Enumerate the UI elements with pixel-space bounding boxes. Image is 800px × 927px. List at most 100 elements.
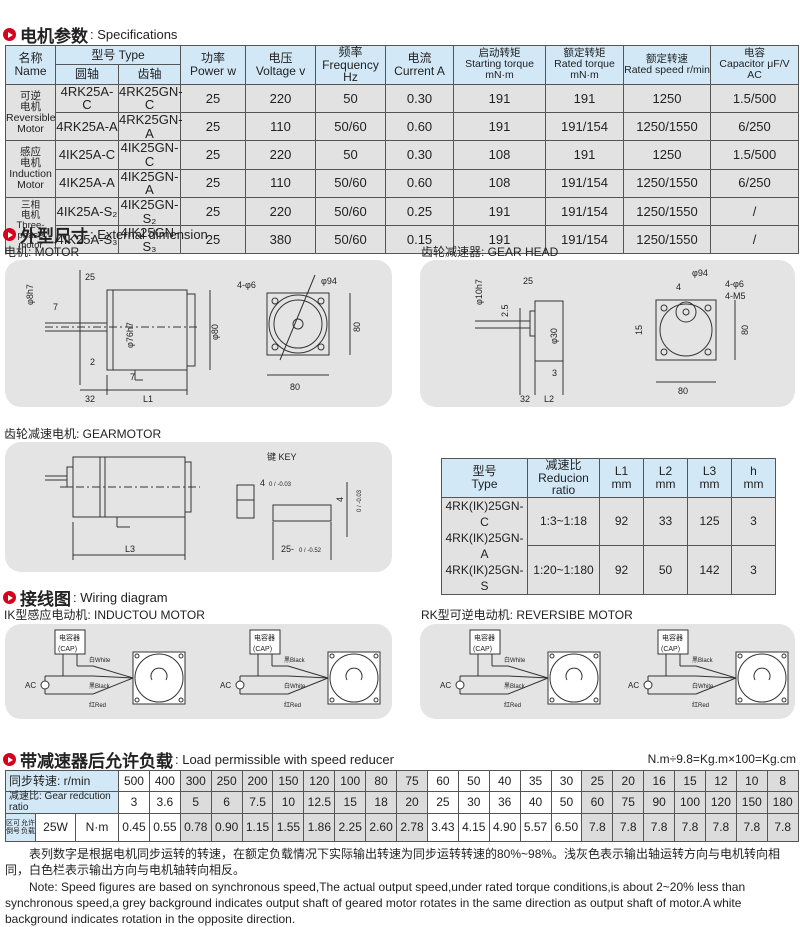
spec-cell: 50/60 [315, 168, 387, 198]
play-bullet-icon [3, 28, 16, 41]
spec-cell: 191/154 [545, 196, 625, 227]
spec-cell: 4IK25GN-A [117, 168, 182, 198]
motor-group-label: 感应 电机 Induction Motor [5, 140, 56, 198]
wire-label-1: 黑Black [692, 657, 714, 664]
dim-pcd: φ94 [321, 276, 337, 286]
rk-wiring-diagram: 电容器(CAP)AC白White黑Black红Red电容器(CAP)AC黑Bla… [440, 629, 789, 709]
load-value: 2.60 [365, 813, 398, 842]
heading-zh: 接线图 [20, 590, 71, 609]
spec-cell: 25 [180, 168, 247, 198]
capacitor-label: 电容器 [474, 633, 495, 642]
load-vertical-labels: 区可 倒号允许负载 [6, 820, 35, 836]
ratio-row-label: 减速比: Gear redcution ratio [4, 791, 120, 814]
load-value: 7.8 [674, 813, 706, 842]
gear-cell: 142 [687, 545, 732, 595]
spec-cell: 4IK25GN-S₃ [117, 225, 182, 255]
capacitor-label-en: (CAP) [473, 646, 492, 653]
ac-label: AC [220, 681, 231, 690]
gearmotor-label: 齿轮减速电机: GEARMOTOR [4, 427, 162, 441]
header-rated-torque: 额定转矩 Rated torque mN·m [545, 45, 625, 85]
spec-cell: 6/250 [710, 112, 800, 142]
load-value: 7.8 [704, 813, 737, 842]
gear-cell: 3 [731, 545, 776, 595]
unit-cell: N·m [74, 813, 120, 842]
load-value: 7.8 [735, 813, 768, 842]
dim-7: 7 [53, 302, 58, 312]
dim-32: 32 [85, 394, 95, 404]
ik-motor-label: IK型感应电动机: INDUCTOU MOTOR [4, 608, 205, 622]
key-width-tol: 0 / -0.03 [269, 482, 292, 488]
dim-shaft: φ8h7 [25, 284, 35, 305]
wire-label-1: 白White [504, 656, 526, 664]
spec-cell: 110 [245, 112, 317, 142]
wire-label-2: 黑Black [504, 683, 526, 690]
spec-cell: 191 [545, 140, 625, 170]
ratio-value: 40 [519, 791, 552, 814]
spec-cell: 220 [245, 196, 317, 227]
dim-2-5: 2.5 [500, 304, 510, 317]
capacitor-label-en: (CAP) [58, 646, 77, 653]
gear-cell: 50 [643, 545, 688, 595]
speed-value: 200 [241, 770, 274, 792]
gear-header: L2 mm [643, 458, 688, 498]
spec-cell: 1.5/500 [710, 140, 800, 170]
ratio-value: 3.6 [148, 791, 181, 814]
dim-boss: φ30 [549, 328, 559, 344]
header-power: 功率 Power w [180, 45, 247, 85]
load-value: 7.8 [766, 813, 799, 842]
gearhead-dimension-drawing: φ10h7 25 2.5 φ30 3 32 L2 4 φ94 4-φ6 4-M5… [474, 268, 750, 404]
load-value: 0.55 [148, 813, 181, 842]
dim-2: 2 [90, 357, 95, 367]
wire-label-red: 红Red [89, 701, 106, 709]
gear-header: 减速比 Reducion ratio [527, 458, 600, 498]
load-vertical-label: 区可 倒号 [6, 819, 20, 835]
wire-label-1: 白White [89, 656, 111, 664]
speed-value: 80 [365, 770, 398, 792]
key-height-tol: 0 / -0.03 [357, 489, 363, 512]
header-name: 名称 Name [5, 45, 56, 85]
speed-row-label: 同步转速: r/min [4, 770, 120, 792]
spec-cell: 1250/1550 [623, 225, 712, 255]
section-heading-specs: 电机参数: Specifications [3, 22, 177, 47]
motor-label: 电机: MOTOR [4, 245, 80, 259]
gearhead-drawing-panel: φ10h7 25 2.5 φ30 3 32 L2 4 φ94 4-φ6 4-M5… [420, 260, 795, 407]
capacitor-label-en: (CAP) [661, 646, 680, 653]
spec-cell: / [710, 196, 800, 227]
speed-value: 16 [643, 770, 676, 792]
header-current: 电流 Current A [385, 45, 455, 85]
load-value: 7.8 [643, 813, 676, 842]
dim-height: 80 [352, 322, 362, 332]
ratio-value: 36 [488, 791, 521, 814]
dim-25: 25 [523, 276, 533, 286]
gear-header: h mm [731, 458, 776, 498]
speed-value: 500 [118, 770, 150, 792]
ratio-value: 60 [581, 791, 614, 814]
dim-pcd: φ94 [692, 268, 708, 278]
section-heading-dimensions: 外型尺寸: External dimension [3, 222, 208, 247]
spec-cell: 191 [453, 83, 547, 114]
note-zh: 表列数字是根据电机同步运转的转速，在额定负载情况下实际输出转速为同步运转转速的8… [5, 847, 781, 877]
header-frequency: 频率 Frequency Hz [315, 45, 387, 85]
speed-value: 35 [519, 770, 552, 792]
ac-label: AC [440, 681, 451, 690]
load-value: 7.8 [581, 813, 614, 842]
ratio-value: 100 [674, 791, 706, 814]
dim-holes: 4-φ6 [725, 279, 744, 289]
spec-cell: 191/154 [545, 225, 625, 255]
ratio-value: 30 [457, 791, 490, 814]
load-value: 1.15 [241, 813, 274, 842]
load-value: 1.86 [303, 813, 336, 842]
gear-cell: 1:20~1:180 [527, 545, 600, 595]
ratio-value: 50 [550, 791, 583, 814]
ratio-value: 3 [118, 791, 150, 814]
wire-label-2: 白White [284, 682, 306, 690]
spec-cell: 1250 [623, 140, 712, 170]
spec-cell: 25 [180, 196, 247, 227]
spec-cell: 25 [180, 225, 247, 255]
